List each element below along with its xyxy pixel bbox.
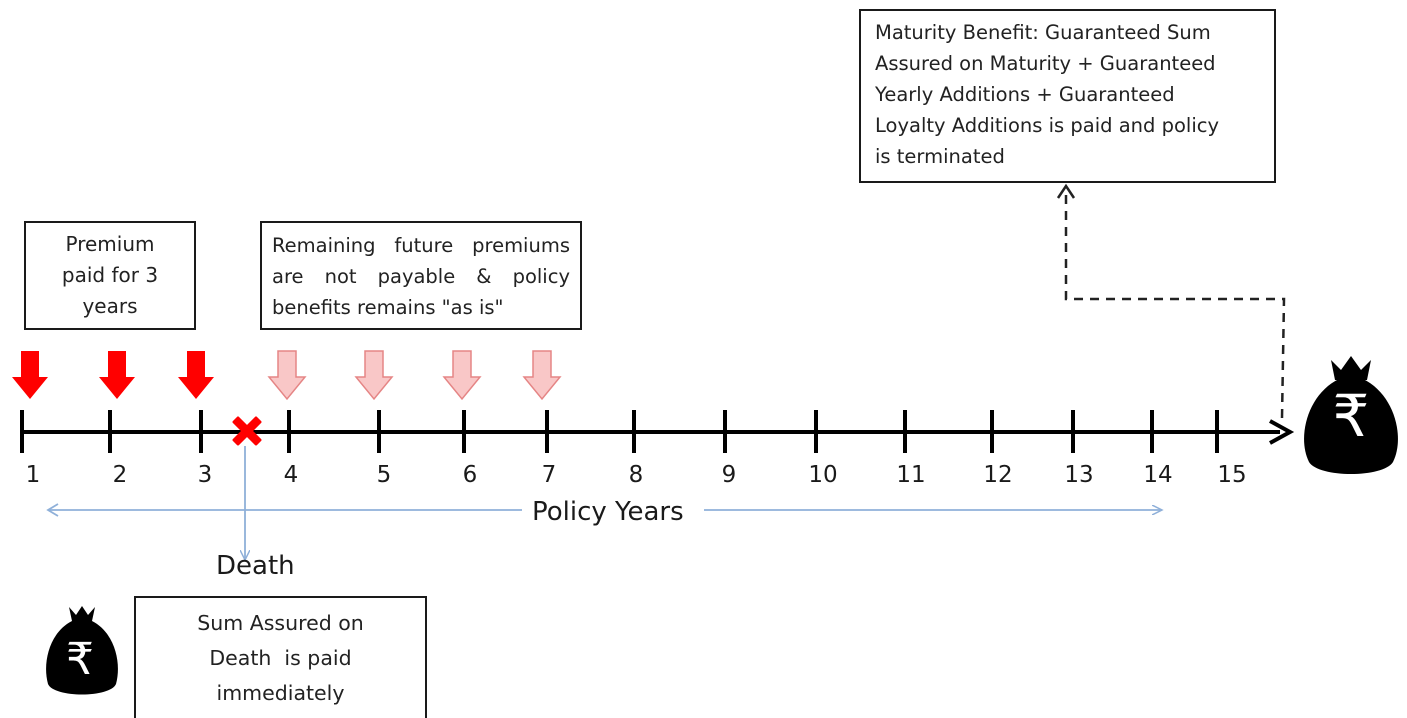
maturity-benefit-box: Maturity Benefit: Guaranteed Sum Assured… [859,9,1276,183]
paid-premium-arrow-icon [178,351,214,399]
tick-label: 1 [25,462,41,488]
maturity-connector [1064,192,1286,419]
tick-label: 6 [462,462,478,488]
tick-label: 11 [896,462,926,488]
premium-line: paid for 3 [61,263,159,287]
remaining-line: are not payable & policy [272,265,570,288]
premium-paid-box: Premium paid for 3 years [24,221,196,330]
tick-label: 9 [721,462,737,488]
paid-premium-arrow-icon [99,351,135,399]
tick-label: 15 [1217,462,1247,488]
maturity-connector-head [1056,183,1076,199]
tick-label: 14 [1143,462,1173,488]
waived-premium-arrow-icon [522,350,562,401]
paid-premium-arrow-icon [12,351,48,399]
maturity-line: is terminated [875,145,1005,168]
death-label: Death [216,551,295,581]
waived-premium-arrow-icon [442,350,482,401]
maturity-line: Yearly Additions + Guaranteed [875,83,1175,106]
death-line: immediately [216,681,345,705]
remaining-line: Remaining future premiums [272,234,570,257]
svg-text:₹: ₹ [66,634,94,685]
death-line: Death is paid [209,646,352,670]
money-bag-icon: ₹ [46,606,118,695]
tick-label: 12 [983,462,1013,488]
maturity-line: Maturity Benefit: Guaranteed Sum [875,21,1211,44]
remaining-line: benefits remains "as is" [272,296,504,319]
maturity-line: Assured on Maturity + Guaranteed [875,52,1216,75]
tick-label: 4 [283,462,299,488]
premium-line: years [82,294,138,318]
death-cross-icon [232,416,262,446]
premium-line: Premium [65,232,155,256]
maturity-line: Loyalty Additions is paid and policy [875,114,1220,137]
waived-premium-arrow-icon [267,350,307,401]
waived-premium-arrow-icon [354,350,394,401]
tick-label: 3 [197,462,213,488]
tick-label: 2 [112,462,128,488]
axis-title: Policy Years [528,497,688,527]
money-bag-icon: ₹ [1304,356,1398,474]
tick-label: 13 [1064,462,1094,488]
tick-label: 8 [628,462,644,488]
tick-label: 5 [376,462,392,488]
remaining-premiums-box: Remaining future premiums are not payabl… [260,221,582,330]
timeline-arrowhead [1269,419,1295,445]
tick-label: 7 [541,462,557,488]
death-benefit-box: Sum Assured on Death is paid immediately [134,596,427,718]
tick-label: 10 [808,462,838,488]
svg-text:₹: ₹ [1333,382,1370,450]
death-line: Sum Assured on [197,611,364,635]
